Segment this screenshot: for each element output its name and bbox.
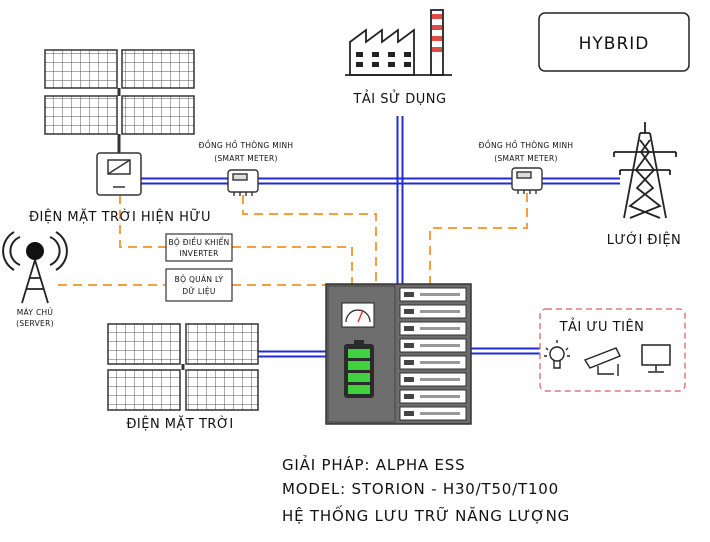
footer-model: MODEL: STORION - H30/T50/T100 — [282, 480, 559, 498]
cctv-camera-icon — [583, 347, 621, 376]
factory-icon — [345, 9, 452, 76]
footer-solution: GIẢI PHÁP: ALPHA ESS — [282, 454, 465, 474]
data-manager-box: BỘ QUẢN LÝ DỮ LIỆU — [165, 268, 233, 302]
meter-right-line2: (SMART METER) — [494, 154, 558, 163]
inverter-controller-box: BỘ ĐIỀU KHIỂN INVERTER — [165, 233, 233, 262]
priority-load-box: TẢI ƯU TIÊN — [539, 308, 686, 392]
data-manager-line2: DỮ LIỆU — [182, 287, 215, 296]
battery-cabinet-icon — [325, 283, 472, 425]
grid-label: LƯỚI ĐIỆN — [607, 232, 682, 248]
priority-load-label: TẢI ƯU TIÊN — [559, 318, 645, 335]
footer-system: HỆ THỐNG LƯU TRỮ NĂNG LƯỢNG — [282, 504, 570, 525]
smart-meter-icon — [227, 169, 259, 196]
meter-left-line2: (SMART METER) — [214, 154, 278, 163]
hybrid-badge-text: HYBRID — [579, 34, 650, 54]
smart-meter-icon — [511, 167, 543, 194]
monitor-icon — [641, 344, 671, 373]
server-tower-icon — [2, 231, 68, 304]
solar-label: ĐIỆN MẶT TRỜI — [126, 416, 233, 432]
server-label-line1: MÁY CHỦ — [17, 307, 53, 317]
hybrid-badge: HYBRID — [538, 12, 690, 72]
inverter-controller-line2: INVERTER — [179, 249, 218, 258]
transmission-tower-icon — [613, 122, 677, 219]
existing-solar-label: ĐIỆN MẶT TRỜI HIỆN HỮU — [29, 209, 211, 225]
data-manager-line1: BỘ QUẢN LÝ — [175, 275, 224, 284]
inverter-icon — [96, 152, 142, 196]
solar-panel-icon — [107, 323, 259, 411]
inverter-controller-line1: BỘ ĐIỀU KHIỂN — [168, 237, 229, 247]
load-label: TẢI SỬ DỤNG — [352, 90, 446, 107]
light-bulb-icon — [544, 340, 570, 369]
data-lines — [58, 193, 528, 286]
server-label-line2: (SERVER) — [16, 319, 54, 328]
solar-panel-icon — [44, 49, 195, 153]
meter-right-line1: ĐỒNG HỒ THÔNG MINH — [479, 140, 574, 150]
meter-left-line1: ĐỒNG HỒ THÔNG MINH — [199, 140, 294, 150]
